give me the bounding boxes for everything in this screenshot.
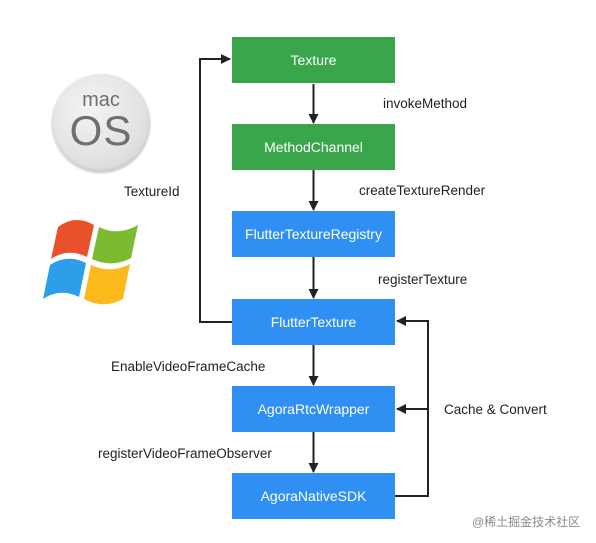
macos-logo: mac OS: [52, 74, 150, 172]
windows-logo: [43, 219, 138, 305]
node-flutter-texture: FlutterTexture: [232, 299, 395, 345]
cache-convert-loop: [395, 316, 429, 497]
node-method-channel: MethodChannel: [232, 124, 395, 170]
label-register-texture: registerTexture: [378, 272, 468, 287]
windows-logo-blue-pane: [43, 258, 86, 299]
windows-logo-red-pane: [51, 219, 94, 259]
windows-logo-green-pane: [92, 225, 138, 264]
node-agora-rtc-wrapper: AgoraRtcWrapper: [232, 386, 395, 432]
node-texture: Texture: [232, 37, 395, 83]
windows-logo-yellow-pane: [84, 264, 130, 305]
macos-logo-os-text: OS: [69, 107, 133, 154]
watermark: @稀土掘金技术社区: [472, 515, 581, 529]
label-texture-id: TextureId: [124, 184, 180, 199]
label-create-texture-render: createTextureRender: [359, 183, 486, 198]
label-cache-and-convert: Cache & Convert: [444, 402, 547, 417]
label-invoke-method: invokeMethod: [383, 96, 468, 111]
label-enable-video-frame-cache: EnableVideoFrameCache: [111, 359, 266, 374]
node-agora-native-sdk: AgoraNativeSDK: [232, 473, 395, 519]
textureid-loop: [199, 54, 232, 323]
node-flutter-texture-registry: FlutterTextureRegistry: [232, 211, 395, 257]
macos-logo-mac-text: mac: [82, 89, 120, 111]
label-register-video-frame-observer: registerVideoFrameObserver: [98, 446, 272, 461]
